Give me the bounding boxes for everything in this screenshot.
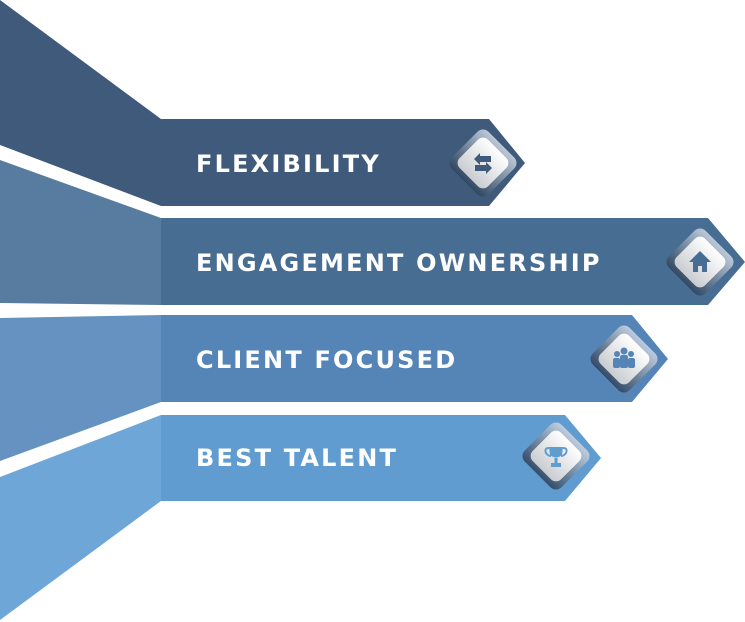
arrows-swap-icon: [449, 129, 517, 197]
banner-label: CLIENT FOCUSED: [196, 346, 457, 374]
banner-best-talent: BEST TALENT: [161, 415, 601, 501]
banner-flexibility: FLEXIBILITY: [161, 119, 525, 206]
banner-engagement-ownership: ENGAGEMENT OWNERSHIP: [161, 218, 745, 305]
trophy-icon: [522, 422, 590, 490]
banner-label: ENGAGEMENT OWNERSHIP: [196, 249, 602, 277]
wedge-engagement-ownership: [0, 160, 161, 305]
wedge-best-talent: [0, 415, 161, 620]
banner-client-focused: CLIENT FOCUSED: [161, 315, 668, 402]
people-icon: [590, 325, 658, 393]
wedge-flexibility: [0, 0, 161, 206]
banner-label: BEST TALENT: [196, 444, 398, 472]
wedge-client-focused: [0, 315, 161, 461]
banner-label: FLEXIBILITY: [196, 150, 381, 178]
house-icon: [666, 228, 734, 296]
